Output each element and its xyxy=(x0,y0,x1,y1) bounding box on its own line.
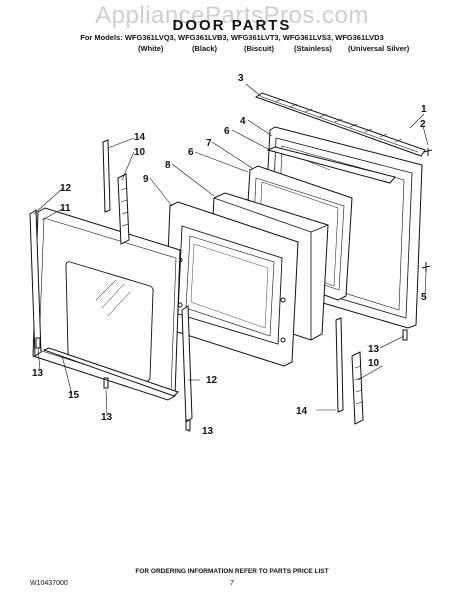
variant-white: (White) xyxy=(138,44,164,53)
document-number: W10437000 xyxy=(30,580,68,587)
callout-5: 5 xyxy=(421,292,427,303)
callout-13-bottom-right: 13 xyxy=(202,426,214,437)
callout-12-upper: 12 xyxy=(60,183,72,194)
part-door-gasket xyxy=(266,146,396,184)
callout-10-left: 10 xyxy=(134,147,146,158)
callout-14-right: 14 xyxy=(296,406,308,417)
callout-2: 2 xyxy=(420,119,426,130)
callout-13-right: 13 xyxy=(368,344,380,355)
callout-6-lower: 6 xyxy=(188,147,194,158)
callout-12-lower: 12 xyxy=(206,375,218,386)
ordering-note: FOR ORDERING INFORMATION REFER TO PARTS … xyxy=(135,568,329,575)
part-right-side-trim xyxy=(181,305,193,423)
callout-6-upper: 6 xyxy=(224,126,230,137)
variant-black: (Black) xyxy=(192,44,218,53)
callout-15: 15 xyxy=(68,390,80,401)
page-title: DOOR PARTS xyxy=(172,17,292,34)
callout-13-bottom: 13 xyxy=(101,412,113,423)
callout-11: 11 xyxy=(60,203,71,214)
part-hinge-left xyxy=(102,139,130,245)
part-bottom-trim xyxy=(42,347,179,397)
watermark: AppliancePartsPros.com xyxy=(95,2,369,29)
part-left-side-trim xyxy=(29,209,42,357)
leader-lines xyxy=(33,83,429,433)
callout-7: 7 xyxy=(206,138,212,149)
models-line: For Models: WFG361LVQ3, WFG361LVB3, WFG3… xyxy=(80,33,384,42)
callout-10-right: 10 xyxy=(368,358,380,369)
variants-row: (White) (Black) (Biscuit) (Stainless) (U… xyxy=(130,44,460,56)
part-inner-door-liner xyxy=(164,201,299,367)
page-number: 7 xyxy=(230,580,234,587)
callout-13-left: 13 xyxy=(32,368,44,379)
callout-4: 4 xyxy=(240,116,246,127)
variant-stainless: (Stainless) xyxy=(294,44,332,53)
screws xyxy=(35,148,433,431)
variant-biscuit: (Biscuit) xyxy=(244,44,274,53)
part-hinge-right xyxy=(335,317,364,425)
callout-14-left: 14 xyxy=(134,132,146,143)
callout-9: 9 xyxy=(143,174,149,185)
callout-1: 1 xyxy=(421,104,427,115)
callout-8: 8 xyxy=(165,160,171,171)
callout-3: 3 xyxy=(238,73,244,84)
variant-universal-silver: (Universal Silver) xyxy=(348,44,410,53)
part-top-vent-trim xyxy=(254,92,426,157)
